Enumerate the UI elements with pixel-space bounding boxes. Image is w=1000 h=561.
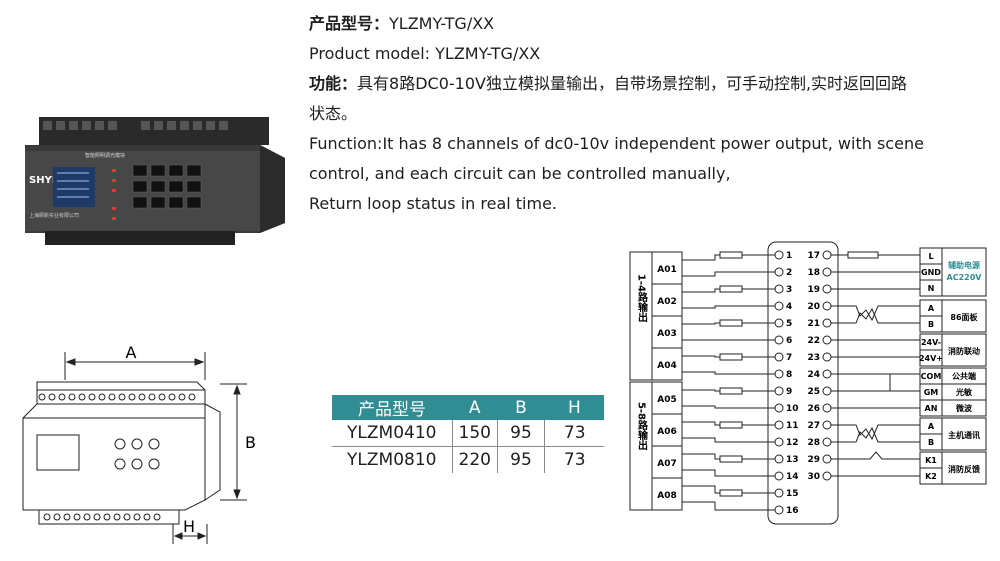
terminal-number: 18 [807,268,820,278]
sensor-label: 光敏 [955,387,972,397]
terminal-number: 11 [786,421,799,431]
terminal-number: 19 [807,285,820,295]
fire-term: 24V+ [919,354,943,363]
power-sub: AC220V [947,273,983,282]
terminal-number: 3 [786,285,792,295]
cell-h: 73 [563,450,586,470]
output-label: A06 [657,427,677,437]
table-row: YLZM0810 220 95 73 [332,446,604,473]
model-line-cn: 产品型号：YLZMY-TG/XX [309,14,494,34]
terminal-number: 14 [786,472,799,482]
dim-h-label: H [183,517,195,536]
function-label-cn: 功能： [309,74,358,93]
feedback-label: 消防反馈 [948,464,980,474]
function-text-en-3: Return loop status in real time. [309,194,558,213]
terminal-number: 29 [807,455,820,465]
cell-model: YLZM0410 [332,420,453,447]
cell-model: YLZM0810 [332,446,453,473]
cell-b: 95 [497,420,545,447]
fire-label: 消防联动 [948,346,980,356]
header-model: 产品型号 [332,395,452,420]
terminal-number: 23 [807,353,820,363]
feedback-term: K2 [925,472,937,481]
terminal-number: 9 [786,387,792,397]
output-label: A01 [657,265,677,275]
terminal-number: 22 [807,336,820,346]
feedback-term: K1 [925,456,937,465]
terminal-number: 10 [786,404,799,414]
sensor-label: 微波 [955,403,973,413]
cell-a: 220 [452,446,498,473]
terminal-number: 4 [786,302,792,312]
dimension-table: 产品型号 A B H YLZM0410 150 95 73 YLZM0810 2… [332,395,605,473]
terminal-number: 28 [807,438,820,448]
group2-label: 5-8路输出 [636,402,648,451]
cell-b: 95 [497,446,545,473]
output-label: A08 [657,491,677,501]
panel-term: B [928,320,934,329]
header-b: B [497,395,545,420]
terminal-number: 15 [786,489,799,499]
device-header: 智能照明调光模块 [85,152,125,159]
terminal-number: 30 [807,472,820,482]
outline-drawing: A B H [22,343,256,544]
model-label-cn: 产品型号： [309,14,390,33]
terminal-number: 21 [807,319,820,329]
sensor-label: 公共端 [952,371,976,381]
terminal-number: 8 [786,370,792,380]
table-row: YLZM0410 150 95 73 [332,420,605,447]
output-label: A02 [657,297,677,307]
header-h: H [544,395,605,420]
cell-a: 150 [452,420,498,447]
host-term: A [928,422,935,431]
output-label: A05 [657,395,677,405]
terminal-number: 20 [807,302,820,312]
sensor-term: AN [925,404,938,413]
terminal-number: 2 [786,268,792,278]
terminal-number: 26 [807,404,820,414]
dim-a-label: A [126,343,137,362]
terminal-number: 24 [807,370,820,380]
power-term: L [928,252,933,261]
function-line-cn: 功能：具有8路DC0-10V独立模拟量输出，自带场景控制，可手动控制,实时返回回… [309,74,907,94]
terminal-number: 6 [786,336,792,346]
host-term: B [928,438,934,447]
terminal-number: 25 [807,387,820,397]
company-name: 上海颐新实业有限公司 [29,212,79,219]
function-text-cn-1: 具有8路DC0-10V独立模拟量输出，自带场景控制，可手动控制,实时返回回路 [357,74,908,93]
sensor-term: GM [924,388,939,397]
cell-h: 73 [544,420,605,447]
terminal-number: 5 [786,319,792,329]
sensor-term: COM [921,372,942,381]
terminal-number: 1 [786,251,792,261]
function-text-cn-2: 状态。 [309,104,358,123]
power-label: 辅助电源 [948,260,980,270]
fire-term: 24V- [921,338,941,347]
output-label: A04 [657,361,677,371]
terminal-number: 7 [786,353,792,363]
power-term: GND [921,268,941,277]
wiring-diagram: 1-4路输出 5-8路输出 A01 A02 A03 A04 A05 A06 A0… [629,241,987,525]
terminal-number: 13 [786,455,799,465]
header-a: A [452,395,498,420]
panel-label: 86面板 [950,312,978,322]
output-label: A03 [657,329,677,339]
terminal-number: 17 [807,251,820,261]
terminal-number: 16 [786,506,799,516]
terminal-number: 27 [807,421,820,431]
output-label: A07 [657,459,677,469]
function-text-en-2: control, and each circuit can be control… [309,164,731,183]
terminal-number: 12 [786,438,799,448]
dimension-table-header: 产品型号 A B H [332,395,605,420]
model-value: YLZMY-TG/XX [389,14,495,33]
panel-term: A [928,304,935,313]
brand-logo: SHYL [29,175,59,186]
function-text-en-1: Function:It has 8 channels of dc0-10v in… [309,134,924,153]
power-term: N [928,284,935,293]
dim-b-label: B [245,433,256,452]
host-label: 主机通讯 [948,430,980,440]
model-line-en: Product model: YLZMY-TG/XX [309,44,541,63]
group1-label: 1-4路输出 [636,274,648,323]
device-photo: SHYL 智能照明调光模块 上海颐新实业有限公司 [25,117,285,245]
